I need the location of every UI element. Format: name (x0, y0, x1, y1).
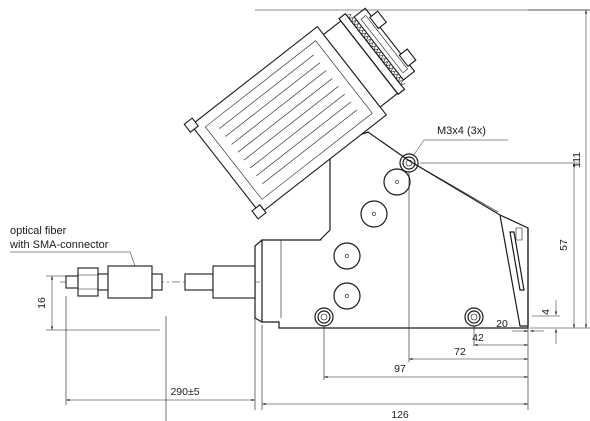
dim-4: 4 (540, 309, 552, 315)
dim-57: 57 (558, 239, 570, 251)
dimension-lines (50, 10, 588, 406)
dim-126: 126 (391, 409, 409, 421)
optical-fiber (10, 251, 262, 299)
screw-top (399, 153, 419, 173)
screws-leader (412, 139, 508, 157)
instrument-body (254, 131, 529, 329)
fiber-label-line1: optical fiber (10, 225, 67, 237)
dim-97: 97 (394, 363, 406, 375)
fiber-label-line2: with SMA-connector (9, 239, 109, 251)
dim-72: 72 (454, 346, 466, 358)
screw-left (314, 307, 334, 327)
dim-111: 111 (571, 152, 583, 168)
dim-42: 42 (472, 332, 484, 344)
dim-290: 290±5 (170, 386, 199, 398)
fiber-leader (10, 251, 136, 267)
screws-label: M3x4 (3x) (437, 125, 486, 137)
screw-right (464, 307, 484, 327)
dim-20: 20 (496, 318, 508, 330)
round-features (333, 168, 411, 310)
spectrometer-head (183, 7, 417, 220)
extension-lines (46, 9, 590, 421)
dim-16: 16 (36, 297, 48, 309)
